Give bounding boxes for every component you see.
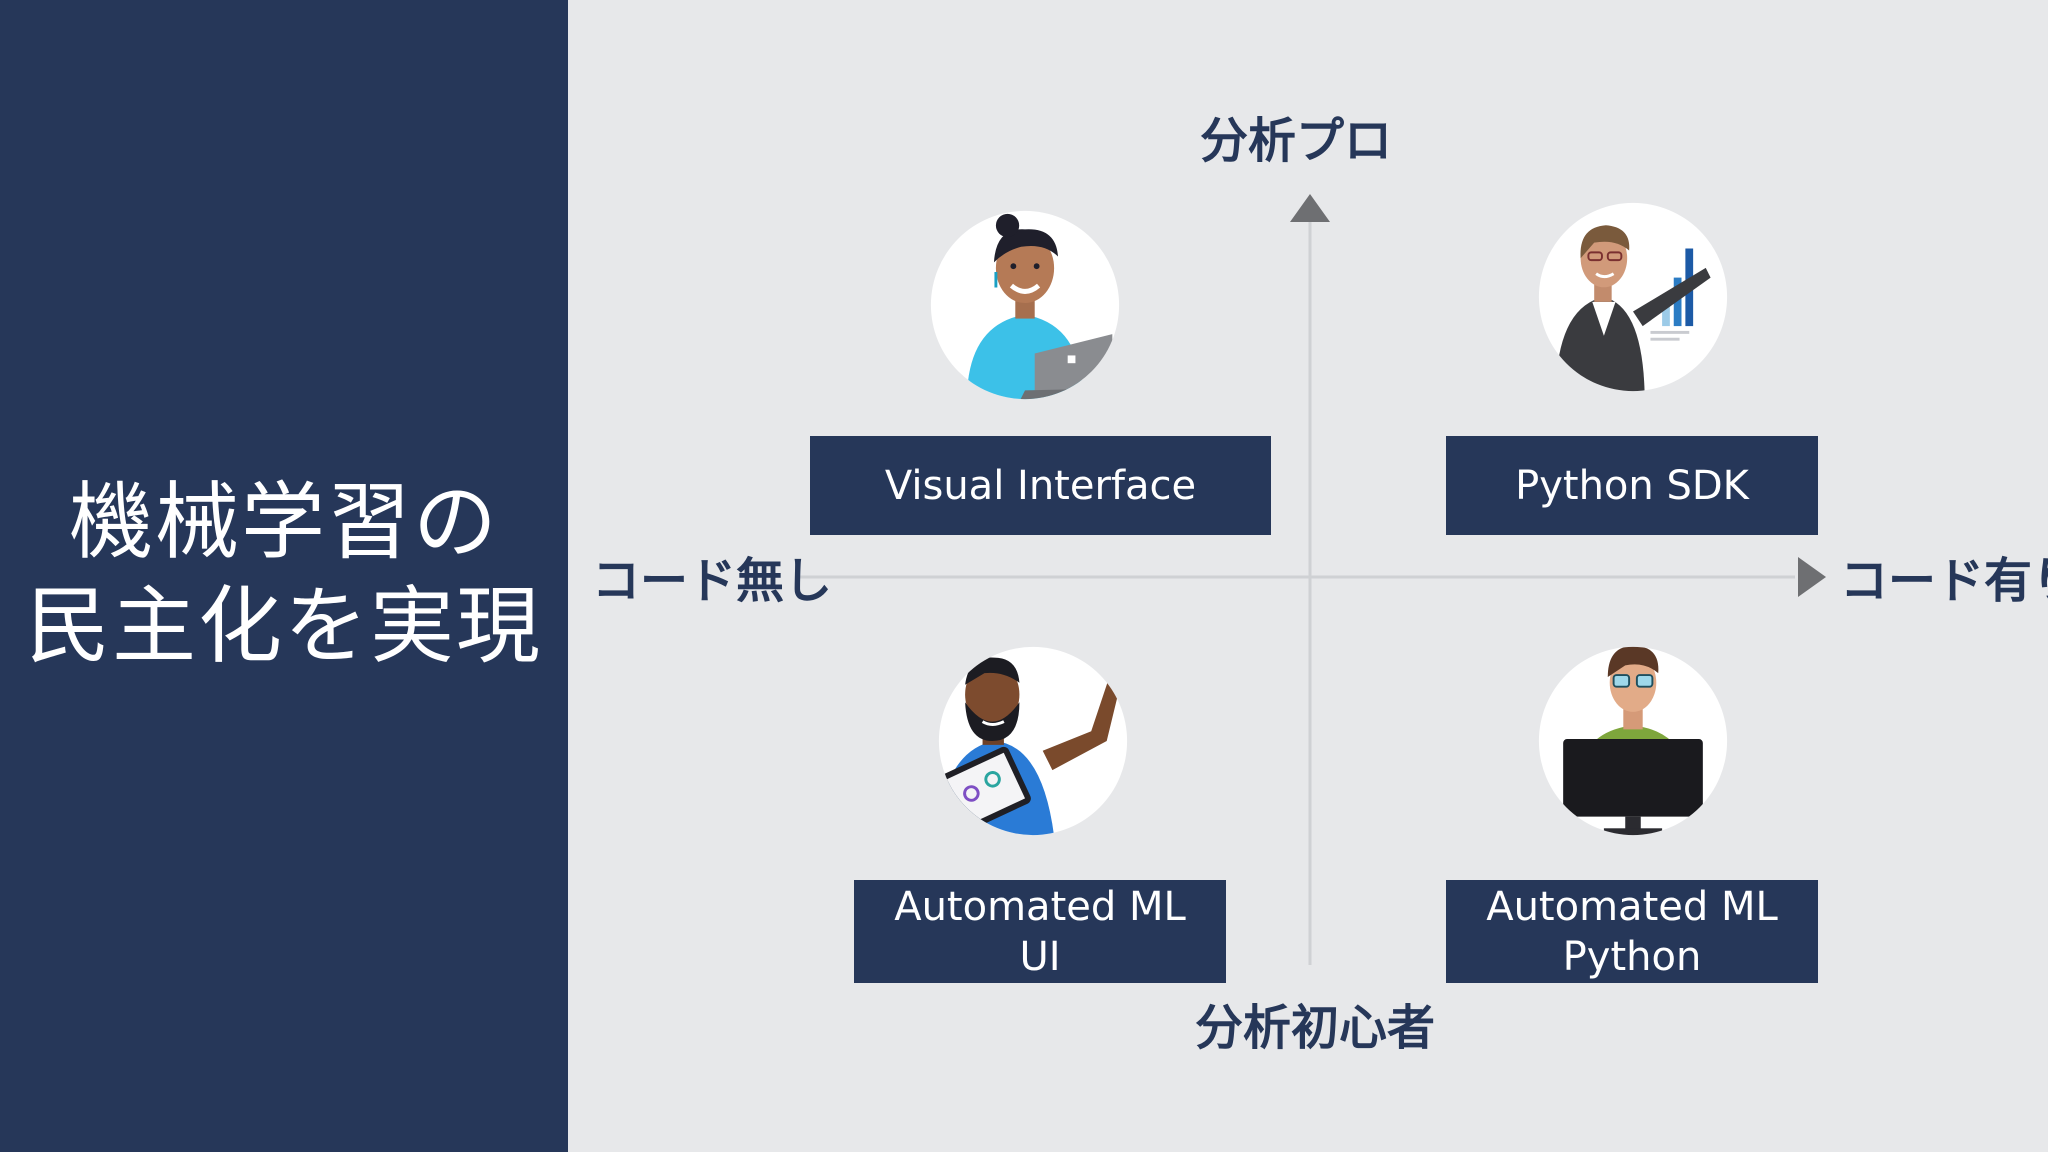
- slide-title-line2: 民主化を実現: [25, 577, 542, 675]
- axis-label-top: 分析プロ: [1200, 113, 1393, 169]
- automated-ml-ui-label-line2: UI: [1019, 933, 1061, 980]
- axis-label-left: コード無し: [592, 553, 833, 609]
- automated-ml-python-label-line1: Automated ML: [1486, 883, 1778, 930]
- automated-ml-ui-box: Automated ML UI: [854, 880, 1226, 983]
- slide-title: 機械学習の 民主化を実現: [0, 470, 568, 678]
- python-sdk-box: Python SDK: [1446, 436, 1818, 535]
- title-panel: 機械学習の 民主化を実現: [0, 0, 568, 1152]
- python-sdk-label: Python SDK: [1515, 462, 1749, 509]
- automated-ml-python-box: Automated ML Python: [1446, 880, 1818, 983]
- right-arrow-icon: [1798, 557, 1826, 597]
- man-at-monitor-icon: [1538, 646, 1728, 836]
- woman-presenting-chart-icon: [1538, 202, 1728, 392]
- visual-interface-label: Visual Interface: [884, 462, 1197, 509]
- slide-title-line1: 機械学習の: [68, 473, 499, 571]
- axis-label-right: コード有り: [1840, 553, 2048, 609]
- axis-label-bottom: 分析初心者: [1194, 1000, 1435, 1056]
- automated-ml-python-label-line2: Python: [1562, 933, 1702, 980]
- woman-with-laptop-icon: [930, 210, 1120, 400]
- automated-ml-ui-label-line1: Automated ML: [894, 883, 1186, 930]
- visual-interface-box: Visual Interface: [810, 436, 1271, 535]
- man-with-tablet-icon: [938, 646, 1128, 836]
- up-arrow-icon: [1290, 194, 1330, 222]
